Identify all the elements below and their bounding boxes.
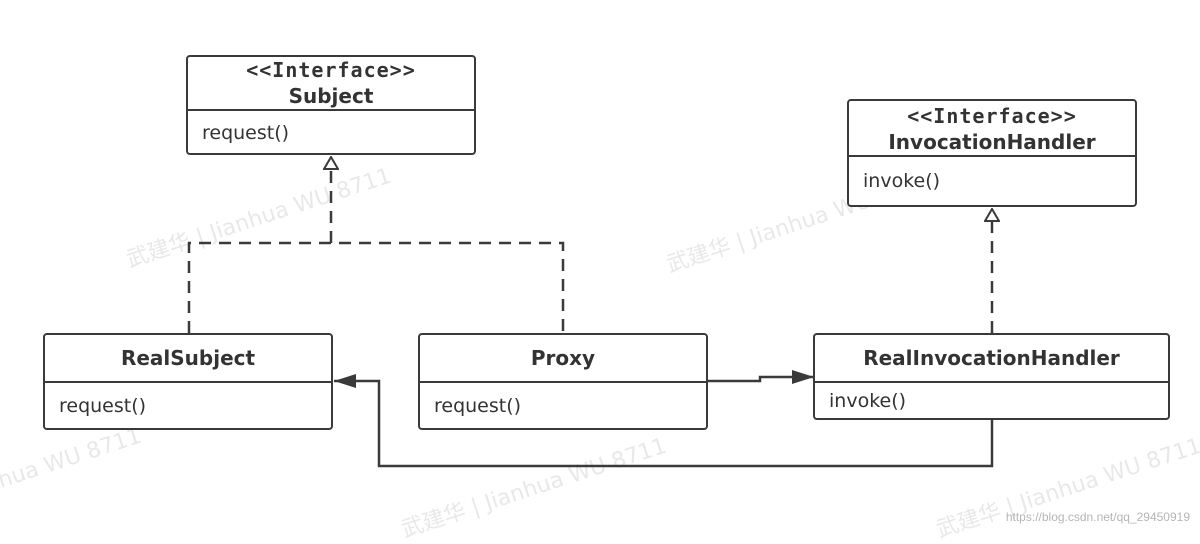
class-header: <<Interface>> InvocationHandler: [849, 101, 1135, 157]
class-method: request(): [202, 122, 290, 144]
class-name: RealSubject: [120, 346, 256, 370]
class-header: Proxy: [420, 335, 706, 383]
class-name: InvocationHandler: [888, 130, 1096, 154]
class-method: invoke(): [863, 170, 941, 192]
class-method: invoke(): [829, 390, 907, 412]
association-edge-handler-realsubject: [334, 374, 994, 468]
class-method: request(): [59, 395, 147, 417]
class-box-real-invocation-handler[interactable]: RealInvocationHandler invoke(): [813, 333, 1170, 420]
class-header: <<Interface>> Subject: [188, 57, 474, 111]
class-box-invocation-handler[interactable]: <<Interface>> InvocationHandler invoke(): [847, 99, 1137, 207]
class-box-proxy[interactable]: Proxy request(): [418, 333, 708, 430]
class-header: RealInvocationHandler: [815, 335, 1168, 383]
class-name: Subject: [288, 84, 374, 108]
class-box-subject[interactable]: <<Interface>> Subject request(): [186, 55, 476, 155]
class-name: RealInvocationHandler: [863, 346, 1120, 370]
class-header: RealSubject: [45, 335, 331, 383]
class-box-real-subject[interactable]: RealSubject request(): [43, 333, 333, 430]
class-name: Proxy: [530, 346, 596, 370]
class-method: request(): [434, 395, 522, 417]
realization-edge-realsubject-subject: [187, 241, 565, 333]
watermark-site: https://blog.csdn.net/qq_29450919: [1005, 510, 1190, 524]
relationship-connectors: [187, 0, 1200, 468]
stereotype-label: <<Interface>>: [907, 104, 1077, 128]
association-edge-proxy-handler: [707, 370, 814, 384]
stereotype-label: <<Interface>>: [246, 58, 416, 82]
